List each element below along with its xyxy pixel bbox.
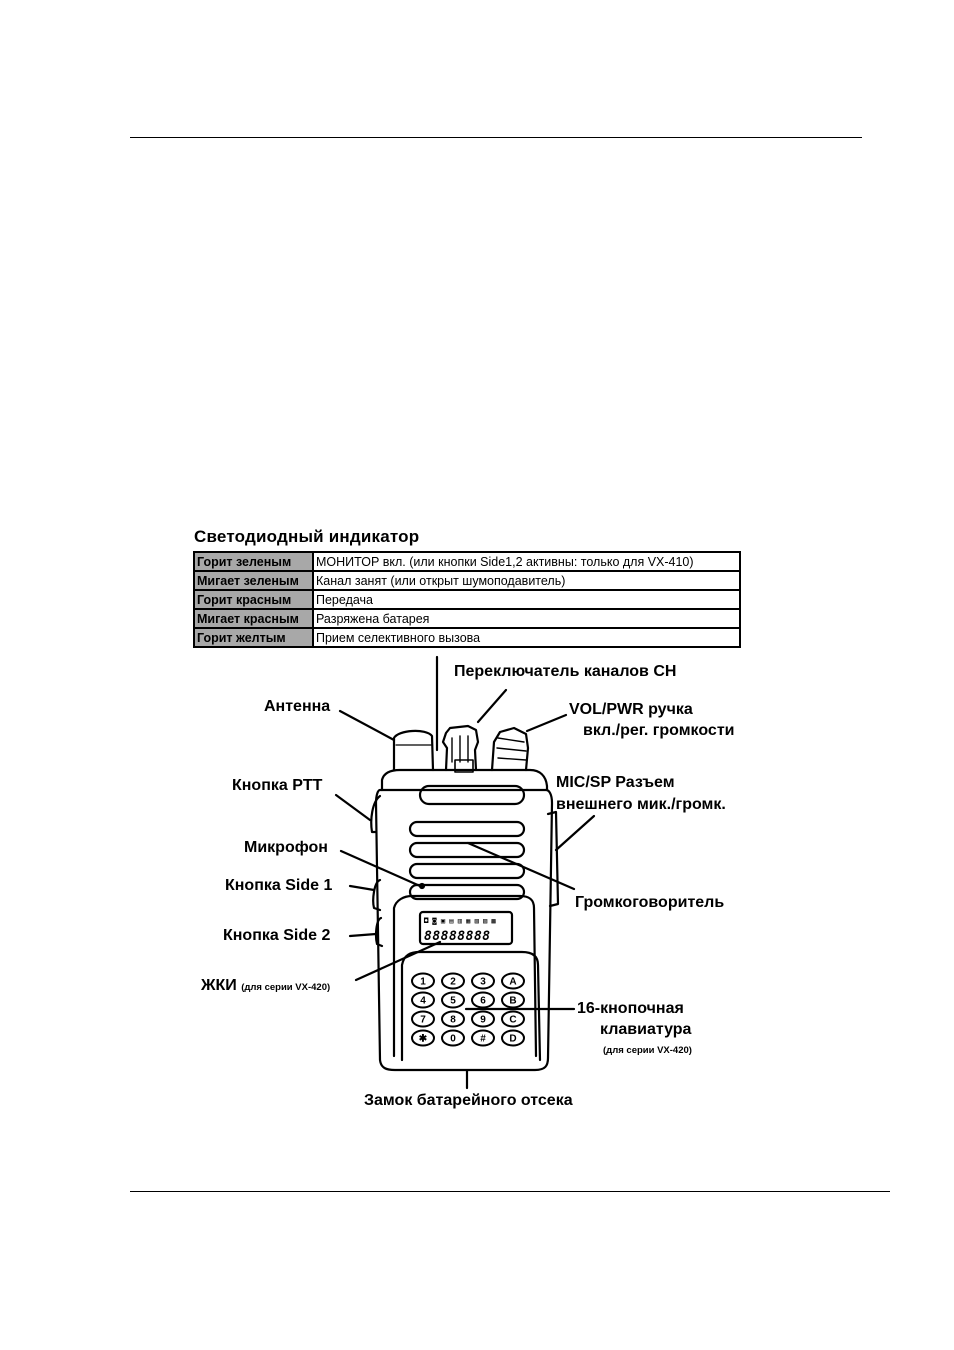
label-battery-lock: Замок батарейного отсека [364, 1092, 573, 1109]
keypad-key: 7 [411, 1010, 435, 1028]
header-rule [130, 137, 862, 138]
keypad-key-label: 0 [450, 1034, 456, 1045]
keypad-key: 6 [471, 991, 495, 1009]
channel-knob-shape [441, 724, 480, 772]
keypad-key-label: B [509, 996, 516, 1007]
keypad-key-label: 4 [420, 996, 426, 1007]
led-meaning-cell: Разряжена батарея [312, 608, 741, 629]
antenna-shape [392, 729, 435, 772]
vol-leader [525, 713, 568, 733]
table-row: Мигает красным Разряжена батарея [193, 608, 741, 629]
lcd-digits: 88888888 [424, 929, 491, 944]
speaker-leader [466, 841, 576, 891]
table-row: Горит зеленым МОНИТОР вкл. (или кнопки S… [193, 551, 741, 572]
keypad-key-label: D [509, 1034, 516, 1045]
keypad-key: 1 [411, 972, 435, 990]
led-state-cell: Мигает зеленым [193, 570, 314, 591]
keypad-key: 2 [441, 972, 465, 990]
led-state-cell: Мигает красным [193, 608, 314, 629]
label-keypad-note: (для серии VX-420) [603, 1045, 692, 1056]
keypad-key: 4 [411, 991, 435, 1009]
led-state-cell: Горит желтым [193, 627, 314, 648]
label-lcd-note: (для серии VX-420) [241, 982, 331, 993]
keypad-key: A [501, 972, 525, 990]
led-status-table: Горит зеленым МОНИТОР вкл. (или кнопки S… [193, 551, 741, 648]
keypad-key-label: 1 [420, 977, 426, 988]
table-row: Горит красным Передача [193, 589, 741, 610]
led-meaning-cell: МОНИТОР вкл. (или кнопки Side1,2 активны… [312, 551, 741, 572]
footer-rule [130, 1191, 890, 1192]
keypad-key: 5 [441, 991, 465, 1009]
keypad-key: B [501, 991, 525, 1009]
keypad-key: # [471, 1029, 495, 1047]
label-keypad-line2: клавиатура [600, 1021, 692, 1038]
label-mic-sp-line2: внешнего мик./громк. [556, 796, 726, 813]
keypad-key-label: 7 [420, 1015, 426, 1026]
label-microphone: Микрофон [244, 839, 328, 856]
keypad-key-label: 5 [450, 996, 456, 1007]
lcd-leader [354, 940, 442, 982]
led-state-cell: Горит красным [193, 589, 314, 610]
led-meaning-cell: Прием селективного вызова [312, 627, 741, 648]
led-meaning-cell: Передача [312, 589, 741, 610]
label-side2: Кнопка Side 2 [223, 927, 331, 944]
keypad-key-label: 2 [450, 977, 456, 988]
label-speaker: Громкоговоритель [575, 894, 725, 911]
lcd-icon-row: ◘ ◙ ▣ ▤ ▥ ▦ ▧ ▨ ▩ [423, 917, 496, 925]
label-channel-switch: Переключатель каналов CH [454, 663, 677, 680]
keypad-key: 9 [471, 1010, 495, 1028]
side2-leader [348, 932, 378, 938]
label-lcd-text: ЖКИ [201, 977, 237, 994]
ptt-leader [334, 793, 372, 822]
keypad-key: ✱ [411, 1029, 435, 1047]
led-state-cell: Горит зеленым [193, 551, 314, 572]
keypad-key: 0 [441, 1029, 465, 1047]
led-indicator-title: Светодиодный индикатор [194, 527, 420, 546]
label-mic-sp-line1: MIC/SP Разъем [556, 774, 675, 791]
mic-sp-leader [554, 814, 596, 852]
label-lcd: ЖКИ (для серии VX-420) [201, 976, 330, 998]
table-row: Горит желтым Прием селективного вызова [193, 627, 741, 648]
keypad-key-label: 8 [450, 1015, 456, 1026]
keypad-key-label: 6 [480, 996, 486, 1007]
keypad-key: 3 [471, 972, 495, 990]
label-ptt: Кнопка PTT [232, 777, 323, 794]
keypad-key-label: # [480, 1034, 486, 1045]
keypad-key-label: ✱ [419, 1034, 428, 1045]
label-keypad-line1: 16-кнопочная [577, 1000, 684, 1017]
label-vol-pwr-line1: VOL/PWR ручка [569, 701, 693, 718]
label-side1: Кнопка Side 1 [225, 877, 333, 894]
keypad-key: C [501, 1010, 525, 1028]
side1-leader [348, 884, 376, 892]
label-antenna: Антенна [264, 698, 331, 715]
table-row: Мигает зеленым Канал занят (или открыт ш… [193, 570, 741, 591]
keypad-key-label: A [509, 977, 516, 988]
antenna-leader [338, 709, 396, 742]
lcd-screen [418, 910, 514, 946]
keypad-key-label: C [509, 1015, 516, 1026]
keypad-key-label: 9 [480, 1015, 486, 1026]
keypad-key: D [501, 1029, 525, 1047]
keypad-key-label: 3 [480, 977, 486, 988]
microphone-leader [339, 849, 422, 888]
keypad-key: 8 [441, 1010, 465, 1028]
label-vol-pwr-line2: вкл./рег. громкости [583, 722, 735, 739]
led-meaning-cell: Канал занят (или открыт шумоподавитель) [312, 570, 741, 591]
channel-leader [476, 688, 508, 724]
vol-knob-shape [490, 726, 530, 772]
